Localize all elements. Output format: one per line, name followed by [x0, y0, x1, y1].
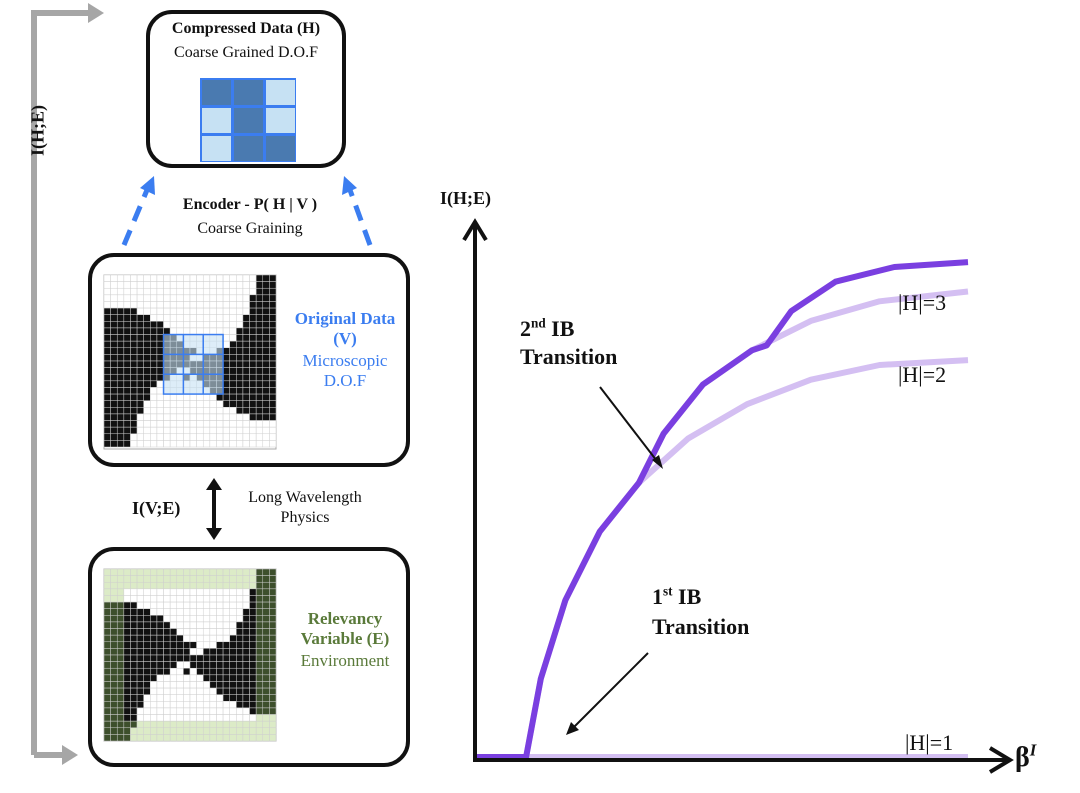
- mutual-info-desc-line1: Long Wavelength: [248, 489, 362, 506]
- original-data-box: Original Data (V) Microscopic D.O.F: [88, 253, 410, 467]
- annotation-2nd-sup: nd: [531, 315, 546, 331]
- original-subtitle-line1: Microscopic: [302, 351, 388, 370]
- lattice-cell: [269, 440, 277, 448]
- compressed-grid: [200, 78, 296, 162]
- annotation-1st-rest: IB: [672, 584, 702, 609]
- original-data-label: Original Data (V) Microscopic D.O.F: [280, 309, 410, 391]
- coarse-grain-block: [162, 333, 224, 395]
- series-label-h2: |H|=2: [898, 362, 947, 387]
- double-arrowhead-up: [206, 478, 222, 490]
- relevancy-title-line1: Relevancy: [307, 609, 383, 628]
- encoder-title: Encoder - P( H | V ): [182, 196, 318, 213]
- v-grid-lattice: [103, 274, 277, 450]
- compressed-cell: [234, 80, 263, 105]
- relevancy-title-line2: Variable (E): [300, 629, 390, 648]
- compressed-cell: [266, 80, 295, 105]
- annotation-2nd-rest: IB: [545, 316, 575, 341]
- x-axis-label-sup: I: [1029, 740, 1037, 760]
- series-curve-hhhh2: [523, 357, 969, 758]
- e-grid-lattice: [103, 568, 277, 742]
- original-subtitle-line2: D.O.F: [323, 371, 367, 390]
- feedback-arrow-line: [31, 10, 90, 755]
- original-title-line1: Original Data: [294, 309, 396, 328]
- compressed-title: Compressed Data (H): [171, 20, 321, 37]
- annotation-arrowhead-1st: [566, 722, 579, 735]
- relevancy-grid: [103, 568, 277, 742]
- feedback-arrowhead-top: [88, 3, 104, 23]
- series-label-h1: |H|=1: [905, 730, 954, 755]
- compressed-cell: [234, 108, 263, 133]
- original-title-line2: (V): [333, 329, 357, 348]
- compressed-cell: [202, 80, 231, 105]
- x-axis-label-main: β: [1015, 742, 1030, 773]
- y-axis-arrowhead: [462, 218, 488, 242]
- x-axis-arrowhead: [988, 746, 1014, 774]
- original-data-grid: [103, 274, 277, 450]
- annotation-1st-num: 1: [652, 584, 663, 609]
- series-label-h3: |H|=3: [898, 290, 947, 315]
- mutual-info-desc-line2: Physics: [280, 509, 330, 526]
- annotation-2nd-line2: Transition: [520, 344, 618, 369]
- annotation-1st-sup: st: [663, 583, 673, 599]
- annotation-arrowhead-2nd: [652, 455, 663, 469]
- annotation-arrow-1st: [569, 652, 649, 732]
- x-axis-label: βI: [1015, 742, 1036, 774]
- annotation-2nd-num: 2: [520, 316, 531, 341]
- encoder-arrow-left: [121, 189, 150, 246]
- annotation-1st-line2: Transition: [652, 614, 750, 639]
- compressed-cell: [234, 136, 263, 161]
- annotation-2nd-transition: 2nd IB Transition: [520, 315, 617, 371]
- relevancy-label: Relevancy Variable (E) Environment: [280, 609, 410, 671]
- annotation-1st-transition: 1st IB Transition: [652, 582, 749, 642]
- annotation-arrow-2nd: [599, 386, 661, 466]
- optimal-curve: [477, 259, 969, 760]
- compressed-cell: [202, 108, 231, 133]
- encoder-arrow-right: [347, 189, 373, 246]
- feedback-arrowhead-bottom: [62, 745, 78, 765]
- mutual-info-desc: Long Wavelength Physics: [230, 488, 380, 528]
- chart-curves: [477, 259, 969, 760]
- annotation-2nd-line1: 2nd IB: [520, 315, 617, 343]
- encoder-arrowhead-right: [342, 176, 357, 195]
- mutual-info-label: I(V;E): [132, 498, 181, 518]
- y-axis-label: I(H;E): [440, 188, 491, 208]
- relevancy-subtitle: Environment: [300, 651, 390, 670]
- relevancy-variable-box: Relevancy Variable (E) Environment: [88, 547, 410, 767]
- encoder-arrowhead-left: [140, 176, 155, 195]
- compressed-subtitle: Coarse Grained D.O.F: [174, 44, 318, 61]
- encoder-subtitle: Coarse Graining: [197, 220, 303, 237]
- compressed-cell: [202, 136, 231, 161]
- compressed-cell: [266, 136, 295, 161]
- compressed-cell: [266, 108, 295, 133]
- compressed-data-box: Compressed Data (H) Coarse Grained D.O.F: [146, 10, 346, 168]
- lattice-cell: [269, 734, 277, 742]
- double-arrowhead-down: [206, 528, 222, 540]
- annotation-1st-line1: 1st IB: [652, 582, 749, 612]
